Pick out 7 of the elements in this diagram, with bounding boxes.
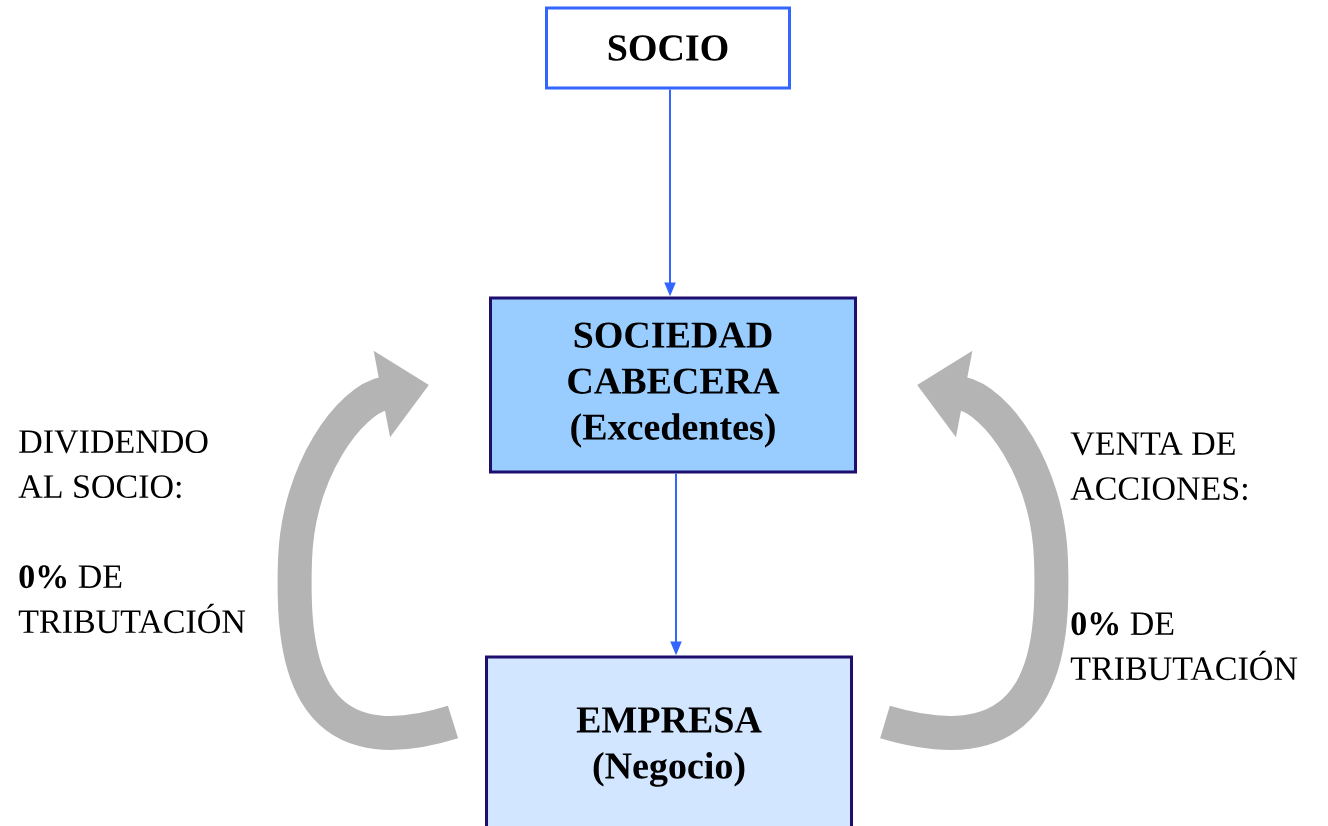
- side-note: 0% DE TRIBUTACIÓN: [1070, 612, 1298, 681]
- side-note: 0% DE TRIBUTACIÓN: [18, 565, 246, 634]
- process-box: SOCIEDAD CABECERA (Excedentes): [489, 296, 857, 474]
- side-note: VENTA DE ACCIONES:: [1070, 432, 1247, 501]
- process-box: SOCIO: [545, 6, 791, 90]
- process-box: EMPRESA (Negocio): [485, 655, 853, 826]
- side-note: DIVIDENDO AL SOCIO:: [18, 430, 208, 499]
